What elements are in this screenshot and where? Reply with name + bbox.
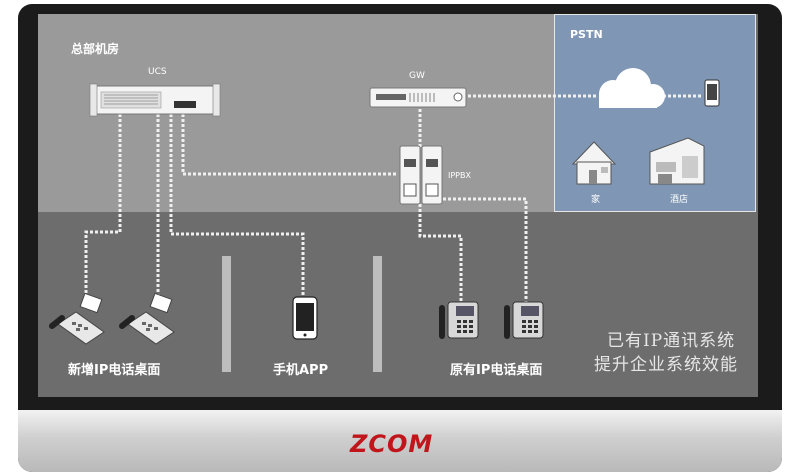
hq-label: 总部机房 (71, 42, 120, 56)
divider-left (222, 256, 231, 372)
new-ip-phone-label: 新增IP电话桌面 (68, 363, 161, 378)
brand-logo: ZCOM (350, 430, 434, 458)
cloud-icon (599, 68, 665, 108)
ippbx-phone3-link (418, 204, 463, 302)
ucs-label: UCS (148, 67, 167, 77)
ucs-phone1-link (84, 114, 122, 296)
existing-ip-phone-icon-1 (439, 301, 479, 339)
house-icon (571, 141, 617, 185)
slogan-line-1: 已有IP通讯系统 (607, 331, 736, 351)
ippbx-phone4-link (443, 197, 528, 302)
existing-ip-phone-icon-2 (504, 301, 544, 339)
ucs-mobile-link (169, 114, 305, 296)
monitor-bezel (18, 410, 782, 472)
hotel-label: 酒店 (670, 195, 689, 205)
hotel-icon (649, 137, 705, 185)
ucs-server-icon (89, 83, 221, 117)
pstn-label: PSTN (570, 28, 603, 41)
new-ip-phone-icon-1 (49, 292, 105, 345)
smartphone-icon (292, 296, 318, 340)
ucs-ippbx-link (181, 114, 398, 176)
gw-label: GW (409, 71, 425, 81)
existing-ip-phone-label: 原有IP电话桌面 (450, 363, 543, 378)
mobile-app-label: 手机APP (273, 363, 329, 378)
slogan-line-2: 提升企业系统效能 (594, 355, 738, 375)
divider-right (373, 256, 382, 372)
mobile-phone-icon (704, 79, 720, 107)
connection-lines (49, 68, 720, 345)
new-ip-phone-icon-2 (119, 292, 175, 345)
ippbx-device-icon (399, 145, 443, 205)
diagram-screen: 总部机房 PSTN UCS GW IPPBX 家 酒店 新增IP电话桌面 手机A… (38, 14, 758, 397)
gw-device-icon (369, 87, 467, 108)
home-label: 家 (591, 195, 601, 205)
ippbx-label: IPPBX (448, 171, 471, 180)
